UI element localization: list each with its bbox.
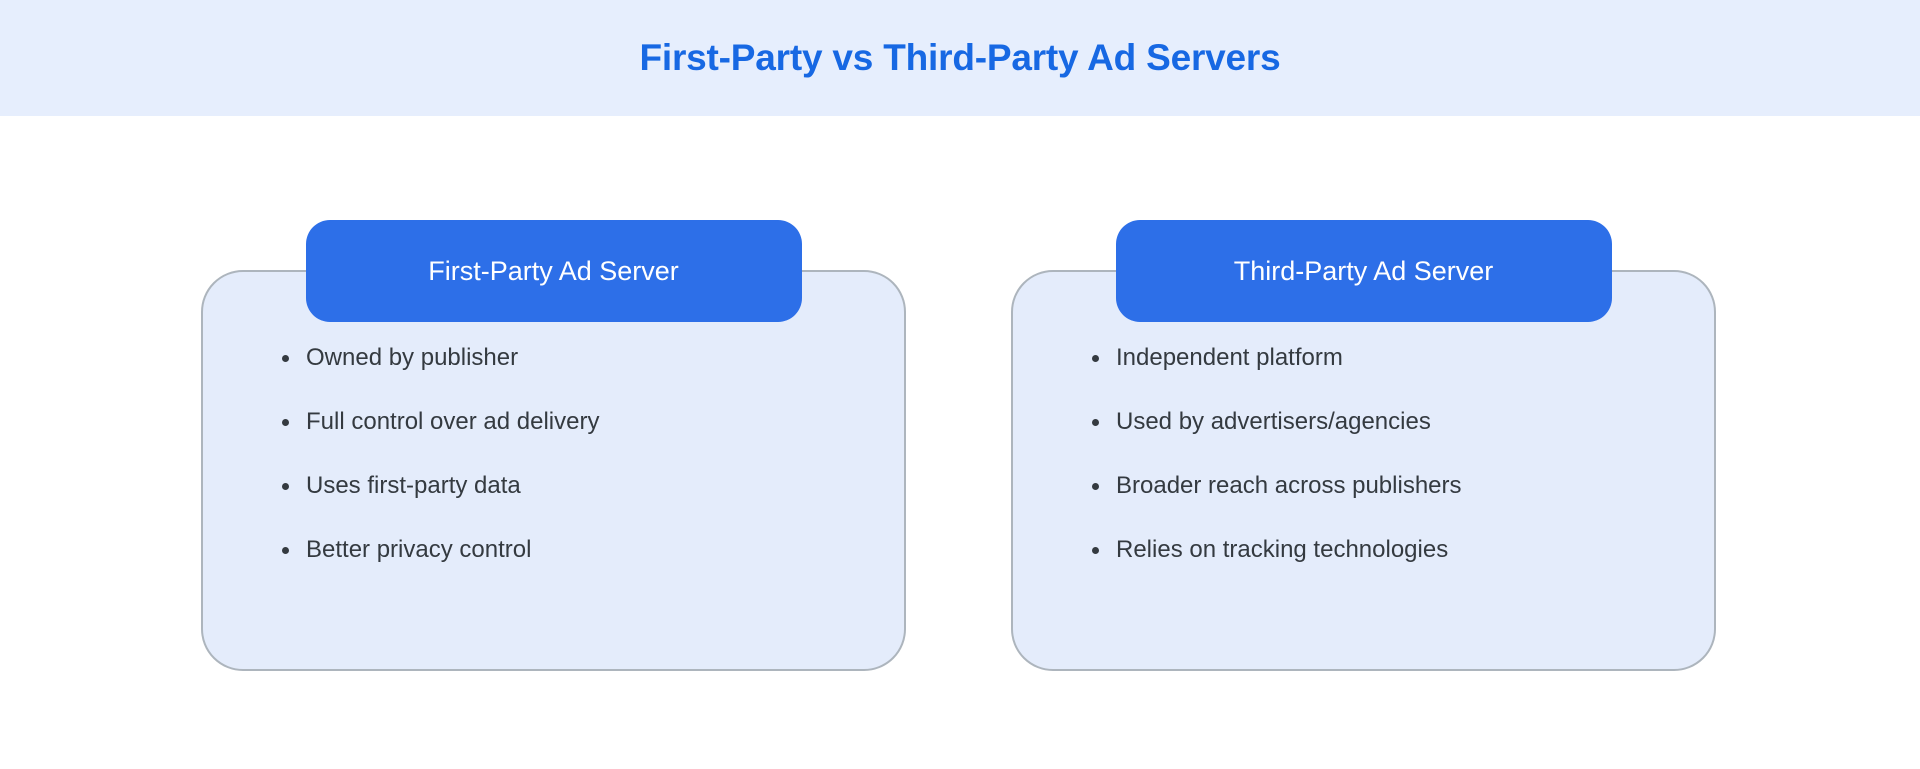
card-first-party: First-Party Ad Server Owned by publisher…	[201, 220, 906, 671]
bullet-dot-icon	[1092, 355, 1099, 362]
card-badge-third-party[interactable]: Third-Party Ad Server	[1115, 220, 1612, 322]
list-item-label: Owned by publisher	[306, 344, 519, 371]
bullet-dot-icon	[1092, 483, 1099, 490]
card-badge-label: Third-Party Ad Server	[1233, 255, 1494, 286]
comparison-cards-area: First-Party Ad Server Owned by publisher…	[0, 116, 1920, 769]
list-item-label: Uses first-party data	[306, 472, 521, 499]
list-item: Used by advertisers/agencies	[1092, 408, 1684, 436]
page-header-band: First-Party vs Third-Party Ad Servers	[0, 0, 1920, 116]
feature-list-first-party: Owned by publisher Full control over ad …	[282, 344, 874, 564]
bullet-dot-icon	[282, 483, 289, 490]
card-badge-label: First-Party Ad Server	[428, 255, 679, 286]
feature-list-third-party: Independent platform Used by advertisers…	[1092, 344, 1684, 564]
list-item: Broader reach across publishers	[1092, 472, 1684, 500]
bullet-dot-icon	[282, 419, 289, 426]
card-badge-first-party[interactable]: First-Party Ad Server	[305, 220, 802, 322]
list-item-label: Relies on tracking technologies	[1116, 536, 1449, 563]
list-item: Independent platform	[1092, 344, 1684, 372]
page-title: First-Party vs Third-Party Ad Servers	[639, 37, 1281, 78]
list-item: Relies on tracking technologies	[1092, 536, 1684, 564]
bullet-dot-icon	[282, 547, 289, 554]
list-item-label: Full control over ad delivery	[306, 408, 600, 435]
list-item-label: Better privacy control	[306, 536, 532, 563]
list-item-label: Broader reach across publishers	[1116, 472, 1462, 499]
list-item-label: Independent platform	[1116, 344, 1343, 371]
list-item: Full control over ad delivery	[282, 408, 874, 436]
list-item: Owned by publisher	[282, 344, 874, 372]
bullet-dot-icon	[1092, 419, 1099, 426]
list-item: Better privacy control	[282, 536, 874, 564]
bullet-dot-icon	[282, 355, 289, 362]
card-third-party: Third-Party Ad Server Independent platfo…	[1011, 220, 1716, 671]
list-item-label: Used by advertisers/agencies	[1116, 408, 1431, 435]
bullet-dot-icon	[1092, 547, 1099, 554]
list-item: Uses first-party data	[282, 472, 874, 500]
